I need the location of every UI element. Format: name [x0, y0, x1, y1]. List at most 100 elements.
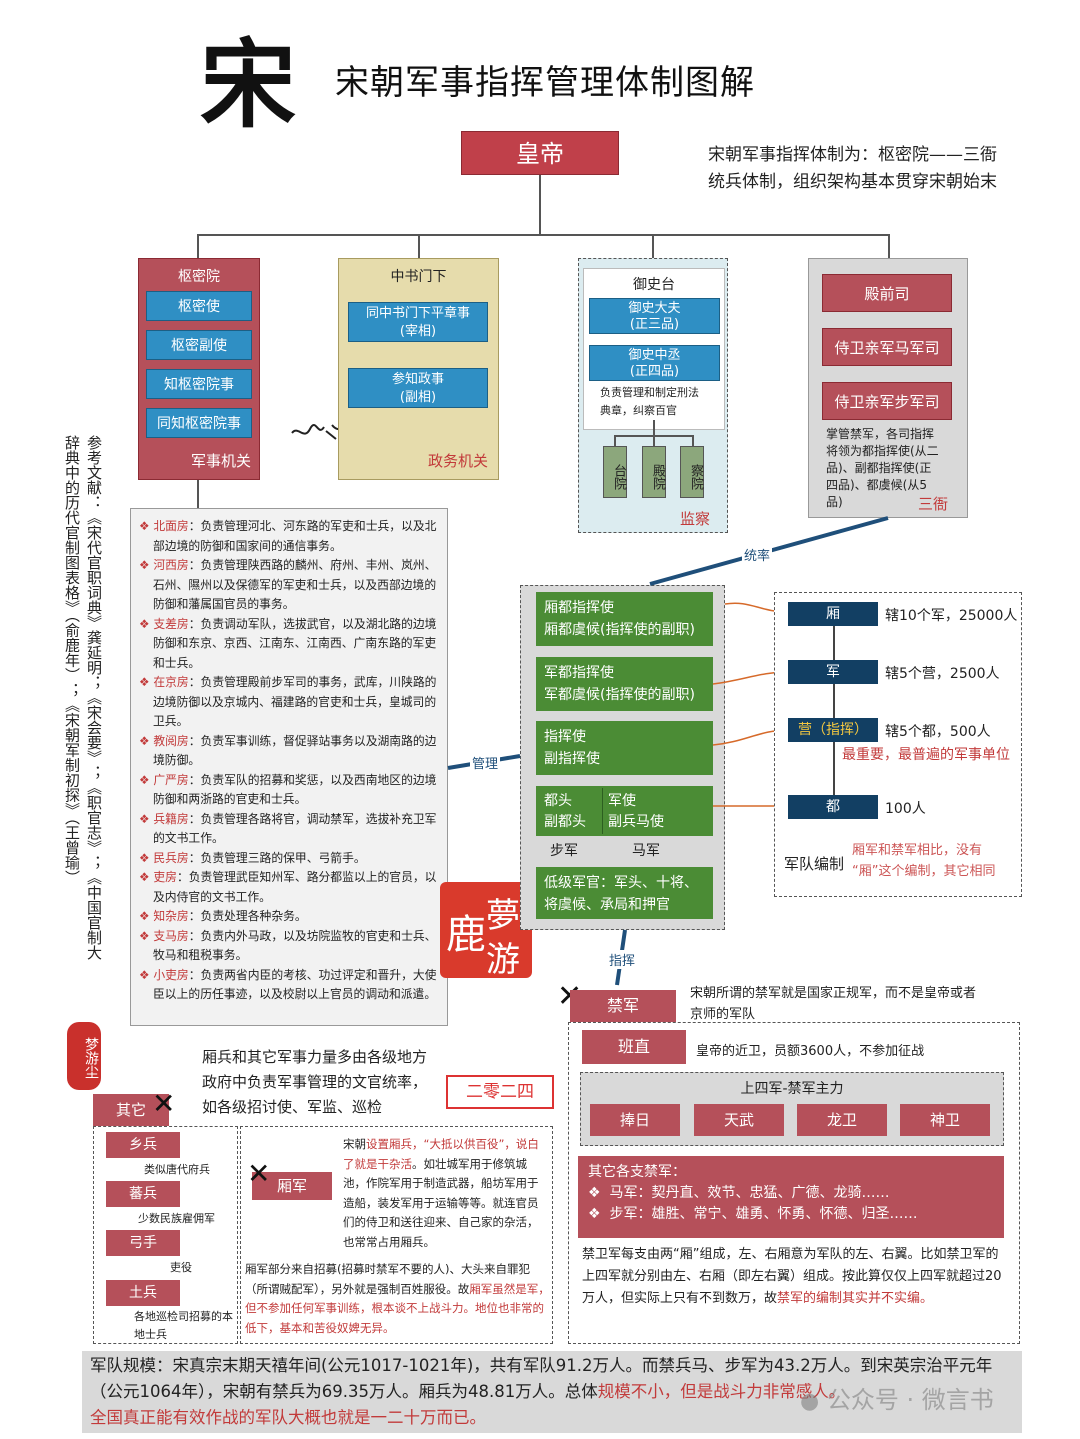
- dianqiansi-box: 殿前司: [822, 274, 952, 312]
- xiangbing-box: 乡兵: [106, 1132, 180, 1158]
- zhongshu-tag: 政务机关: [427, 452, 488, 470]
- connector: [539, 175, 541, 235]
- footer-text: 军队规模：宋真宗末期天禧年间(公元1017-1021年)，共有军队91.2万人。…: [90, 1356, 993, 1401]
- fang-item: ❖ 支马房：负责内外马政，以及坊院监牧的官吏和士兵、牧马和租税事务。: [139, 927, 439, 966]
- diamond-bullet-icon: ❖: [139, 733, 154, 748]
- connector: [652, 234, 654, 259]
- units-panel: [774, 592, 1022, 897]
- shangsi-title: 上四军-禁军主力: [740, 1081, 844, 1097]
- fang-name: 支差房: [153, 616, 189, 631]
- other-intro-2: 政府中负责军事管理的文官统率，: [202, 1073, 428, 1091]
- connector: [692, 435, 694, 447]
- fuxiang-rank: (副相): [399, 390, 437, 405]
- yushi-dafu-title: 御史大夫: [628, 301, 681, 316]
- emperor-box: 皇帝: [461, 131, 619, 175]
- sanya-desc-5: 品): [826, 495, 843, 509]
- fang-item: ❖ 教阅房：负责军事训练，督促驿站事务以及湖南路的边境防御。: [139, 732, 439, 771]
- other-title: 其它: [93, 1094, 169, 1126]
- zaixiang-rank: (宰相): [399, 324, 437, 339]
- intro-line-2: 统兵体制，组织架构基本贯穿宋朝始末: [708, 172, 997, 192]
- fang-desc: ：负责处理各种杂务。: [188, 909, 307, 923]
- longwei-box: 龙卫: [797, 1104, 887, 1136]
- banzhi-box: 班直: [582, 1030, 686, 1064]
- zhihui-label: 指挥: [607, 950, 638, 969]
- units-compare-2: “厢”这个编制，其它相同: [852, 864, 996, 879]
- seal-char-3: 游: [486, 940, 520, 980]
- fang-name: 北面房: [153, 519, 189, 533]
- year-stamp: 二零二四: [446, 1075, 554, 1109]
- sanya-desc-3: 品)、副都指挥使(正: [826, 461, 932, 475]
- watermark: ● 公众号 · 微言书: [800, 1380, 994, 1415]
- unit-jun: 军: [788, 660, 878, 684]
- other-jinjun-title: 其它各支禁军：: [588, 1164, 686, 1180]
- connector: [197, 480, 199, 510]
- fang-item: ❖ 小吏房：负责两省内臣的考核、功过评定和晋升，大使臣以上的历任事迹，以及校尉以…: [139, 966, 439, 1005]
- tianwu-box: 天武: [694, 1104, 784, 1136]
- xiangjun-panel: [240, 1126, 553, 1344]
- fang-item: ❖ 吏房：负责管理武臣知州军、路分都监以上的官员，以及内侍官的文书工作。: [139, 868, 439, 907]
- reference-col-1: 参考文献：《宋代官职词典》龚延明；《宋会要》；《职官志》；《中国官制大: [85, 435, 103, 960]
- fang-desc: ：负责管理陕西路的麟州、府州、丰州、岚州、石州、隰州以及保德军的军吏和士兵，以及…: [153, 558, 437, 611]
- yushitai-desc-1: 负责管理和制定刑法: [600, 386, 699, 399]
- dutou-box: 都头 副都头 军使 副兵马使: [536, 786, 713, 836]
- connector: [888, 234, 890, 259]
- tubing-desc: 各地巡检司招募的本地士兵: [134, 1310, 233, 1341]
- diamond-bullet-icon: ❖: [139, 772, 154, 787]
- jinjun-note-red: 禁军的编制其实并不实编。: [777, 1291, 934, 1306]
- diamond-bullet-icon: ❖: [139, 967, 154, 982]
- unit-ying: 营（指挥）: [788, 718, 878, 742]
- units-label: 军队编制: [784, 855, 845, 873]
- fang-item: ❖ 广严房：负责军队的招募和奖惩，以及西南地区的边境防御和两浙路的官吏和士兵。: [139, 771, 439, 810]
- fuxiang-box: 参知政事 (副相): [348, 368, 488, 408]
- fang-item: ❖ 河西房：负责管理陕西路的麟州、府州、丰州、岚州、石州、隰州以及保德军的军吏和…: [139, 556, 439, 615]
- fang-item: ❖ 支差房：负责调动军队，选拔武官，以及湖北路的边境防御和东京、京西、江南东、江…: [139, 615, 439, 674]
- bujun-label: 步军: [550, 843, 578, 859]
- fang-desc: ：负责两省内臣的考核、功过评定和晋升，大使臣以上的历任事迹，以及校尉以上官员的调…: [153, 967, 437, 1002]
- taiyuan-box: 台院: [603, 446, 627, 498]
- yushi-dafu-box: 御史大夫 (正三品): [589, 298, 720, 334]
- jinjun-title: 禁军: [570, 990, 676, 1022]
- fang-name: 吏房: [153, 870, 177, 884]
- intro-text: 宋朝军事指挥体制为：枢密院——三衙 统兵体制，组织架构基本贯穿宋朝始末: [708, 142, 1038, 196]
- sanya-desc-2: 将领为都指挥使(从二: [826, 444, 939, 458]
- signature-mark: [291, 424, 379, 442]
- unit-xiang: 厢: [788, 602, 878, 626]
- tongzhi-shumiyuanshi-box: 同知枢密院事: [146, 408, 252, 438]
- fang-name: 在京房: [153, 675, 189, 689]
- majun-label: 马军: [632, 843, 660, 859]
- banzhi-desc: 皇帝的近卫，员额3600人，不参加征战: [696, 1044, 925, 1059]
- watermark-text: 公众号 · 微言书: [826, 1386, 994, 1414]
- shumishi-box: 枢密使: [146, 291, 252, 321]
- diamond-bullet-icon: ❖: [139, 519, 154, 533]
- fang-list-panel: ❖ 北面房：负责管理河北、河东路的军吏和士兵，以及北部边境的防御和国家间的通信事…: [130, 508, 448, 1026]
- diamond-bullet-icon: ❖: [139, 928, 154, 943]
- diamond-bullet-icon: ❖: [139, 909, 154, 923]
- fang-name: 广严房: [153, 772, 189, 787]
- xiangjun-p1-c: 。如壮城军用于修筑城池，作院军用于制造武器，船坊军用于造船，装发军用于运输等等。…: [343, 1156, 539, 1249]
- fang-name: 兵籍房: [153, 811, 189, 826]
- connector: [833, 626, 835, 798]
- connector: [653, 420, 655, 436]
- fang-name: 支马房: [153, 928, 189, 943]
- yushitai-title: 御史台: [633, 277, 675, 293]
- yushi-zhongcheng-box: 御史中丞 (正四品): [589, 345, 720, 381]
- low-officer-line-2: 将虞候、承局和押官: [544, 897, 670, 913]
- shumiyuan-title: 枢密院: [178, 269, 220, 285]
- xiangjun-title: 厢军: [252, 1172, 332, 1200]
- diamond-bullet-icon: ❖: [139, 675, 154, 689]
- unit-du-desc: 100人: [885, 801, 926, 817]
- other-intro: 厢兵和其它军事力量多由各级地方 政府中负责军事管理的文官统率， 如各级招讨使、军…: [202, 1045, 427, 1120]
- fang-name: 民兵房: [153, 850, 189, 865]
- other-intro-1: 厢兵和其它军事力量多由各级地方: [202, 1048, 428, 1066]
- majun-si-box: 侍卫亲军马军司: [822, 328, 952, 366]
- dianyuan-box: 殿院: [642, 446, 666, 498]
- gongshou-desc: 吏役: [170, 1261, 192, 1274]
- fang-desc: ：负责管理各路将官，调动禁军，选拔补充卫军的文书工作。: [153, 811, 437, 846]
- fubingmashi-label: 副兵马使: [608, 814, 664, 830]
- fang-name: 教阅房: [153, 733, 189, 748]
- shenwei-box: 神卫: [900, 1104, 990, 1136]
- xiang-commander-box: 厢都指挥使 厢都虞候(指挥使的副职): [536, 592, 713, 646]
- unit-jun-desc: 辖5个营，2500人: [885, 666, 1000, 682]
- x-mark-icon: ✕: [247, 1157, 271, 1190]
- zhi-shumiyuanshi-box: 知枢密院事: [146, 369, 252, 399]
